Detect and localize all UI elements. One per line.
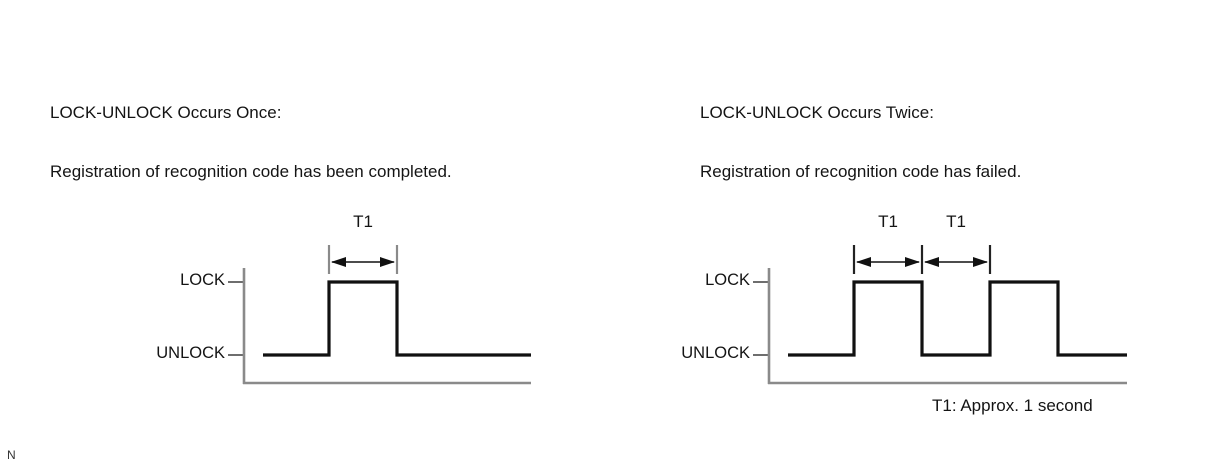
panel-once-waveform-svg <box>228 245 531 385</box>
panel-twice-lock-label: LOCK <box>705 271 750 289</box>
panel-twice-timing-diagram <box>600 0 1208 420</box>
panel-twice-t1-arrowhead-first-right <box>905 257 920 267</box>
panel-twice-t1-arrowhead-second-left <box>924 257 939 267</box>
panel-twice-t1-arrowhead-first-left <box>856 257 871 267</box>
panel-once-timing-diagram <box>0 0 600 420</box>
panel-once-subheading: Registration of recognition code has bee… <box>50 162 452 181</box>
panel-twice-t1-arrowhead-second-right <box>973 257 988 267</box>
panel-twice-t1-label-second: T1 <box>946 212 966 231</box>
panel-twice-waveform-svg <box>753 245 1127 385</box>
panel-twice-subheading: Registration of recognition code has fai… <box>700 162 1022 181</box>
panel-twice-heading: LOCK-UNLOCK Occurs Twice: <box>700 103 934 122</box>
panel-once-waveform-trace <box>263 280 531 357</box>
panel-once-unlock-label: UNLOCK <box>156 344 225 362</box>
panel-twice-waveform-trace <box>788 280 1127 357</box>
panel-twice-unlock-label: UNLOCK <box>681 344 750 362</box>
t1-definition-caption: T1: Approx. 1 second <box>932 396 1093 415</box>
corner-mark: N <box>7 448 16 462</box>
panel-once-heading: LOCK-UNLOCK Occurs Once: <box>50 103 282 122</box>
panel-once-t1-arrowhead-left <box>331 257 346 267</box>
panel-once-t1-label: T1 <box>353 212 373 231</box>
panel-twice-t1-label-first: T1 <box>878 212 898 231</box>
panel-once-lock-label: LOCK <box>180 271 225 289</box>
panel-once-t1-arrowhead-right <box>380 257 395 267</box>
